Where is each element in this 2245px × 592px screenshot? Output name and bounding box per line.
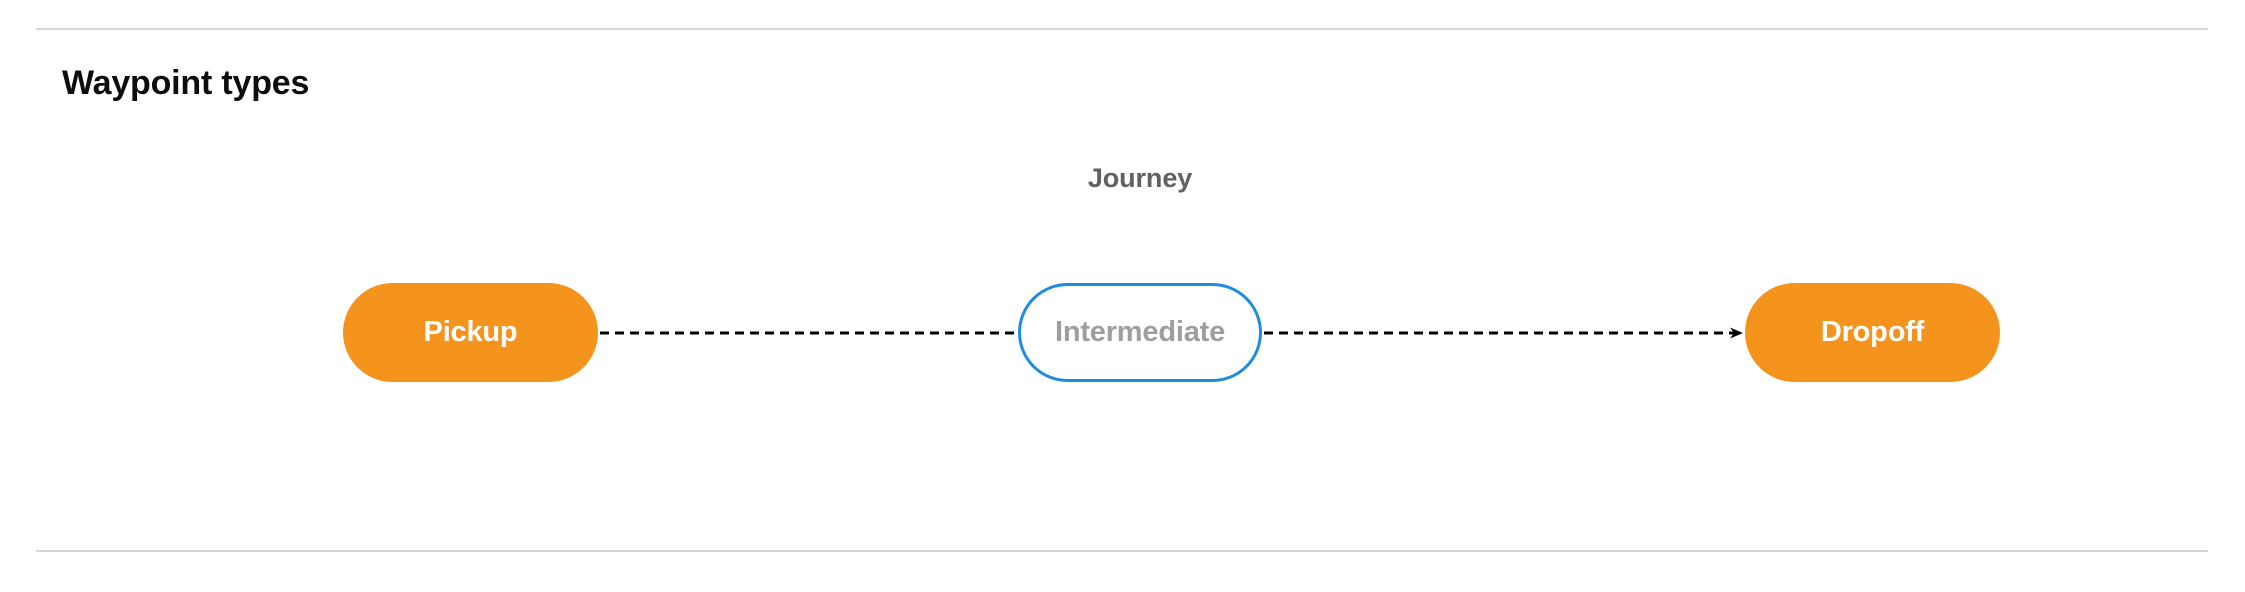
section-divider-bottom	[36, 550, 2208, 552]
node-pickup[interactable]: Pickup	[343, 283, 598, 382]
diagram-label-journey: Journey	[1087, 163, 1193, 193]
node-intermediate-label: Intermediate	[1054, 316, 1226, 348]
node-pickup-label: Pickup	[423, 316, 518, 348]
node-dropoff[interactable]: Dropoff	[1745, 283, 2000, 382]
page-title: Waypoint types	[62, 64, 310, 102]
section-divider-top	[36, 28, 2208, 30]
node-dropoff-label: Dropoff	[1820, 316, 1925, 348]
node-intermediate[interactable]: Intermediate	[1018, 283, 1262, 382]
